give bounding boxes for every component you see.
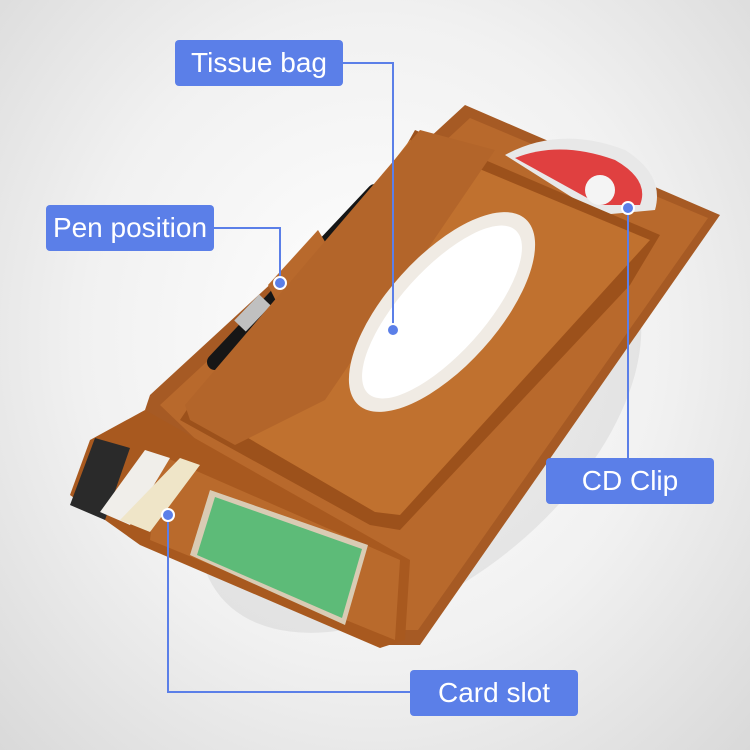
card-slot-label: Card slot bbox=[410, 670, 578, 716]
tissue-bag bbox=[180, 130, 660, 530]
cd-clip-marker bbox=[621, 201, 635, 215]
card-black bbox=[70, 438, 130, 520]
card-slot-marker bbox=[161, 508, 175, 522]
pen-position-label: Pen position bbox=[46, 205, 214, 251]
tissue-bag-label: Tissue bag bbox=[175, 40, 343, 86]
cd-disc bbox=[505, 138, 657, 215]
card-white bbox=[100, 450, 170, 525]
tissue-bag-marker bbox=[386, 323, 400, 337]
card-cream bbox=[120, 458, 200, 532]
cd-clip-label: CD Clip bbox=[546, 458, 714, 504]
callout-lines bbox=[167, 62, 629, 693]
pen-position-marker bbox=[273, 276, 287, 290]
